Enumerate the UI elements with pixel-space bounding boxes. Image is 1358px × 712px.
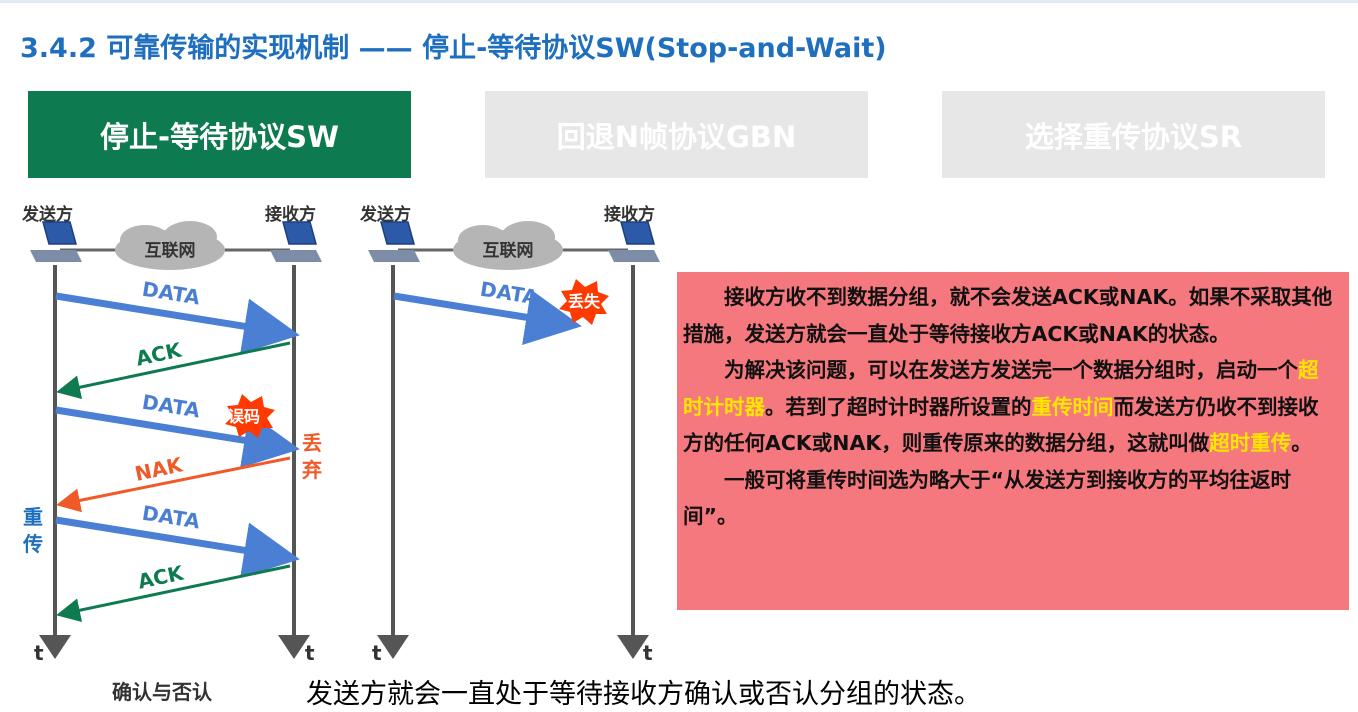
lost-badge-label: 丢失 — [568, 292, 601, 311]
note-paragraph-2: 为解决该问题，可以在发送方发送完一个数据分组时，启动一个超时计时器。若到了超时计… — [683, 358, 1319, 455]
network-label: 互联网 — [145, 241, 196, 261]
right-receiver-label: 接收方 — [604, 205, 655, 225]
time-axis-label: t — [34, 641, 44, 665]
highlight-retransmit-time: 重传时间 — [1031, 394, 1114, 419]
left-receiver-label: 接收方 — [265, 205, 316, 225]
data-label: DATA — [141, 501, 203, 534]
tab-label: 选择重传协议SR — [1024, 119, 1243, 154]
tab-label: 回退N帧协议GBN — [556, 119, 797, 154]
diagram-caption: 确认与否认 — [112, 680, 212, 704]
data-label: DATA — [141, 277, 203, 310]
page-title: 3.4.2 可靠传输的实现机制 —— 停止-等待协议SW(Stop-and-Wa… — [20, 33, 887, 64]
error-badge-label: 误码 — [228, 407, 260, 426]
highlight-timeout-retransmit: 超时重传 — [1209, 431, 1292, 455]
laptop-icon — [270, 221, 322, 262]
tab-stop-and-wait[interactable]: 停止-等待协议SW — [28, 91, 411, 178]
tab-label: 停止-等待协议SW — [100, 119, 339, 154]
laptop-icon — [368, 221, 420, 262]
video-subtitle: 发送方就会一直处于等待接收方确认或否认分组的状态。 — [306, 679, 981, 710]
right-sender-label: 发送方 — [360, 205, 411, 225]
cloud-icon — [453, 221, 563, 270]
retransmit-label: 传 — [22, 532, 43, 556]
lost-burst-icon — [559, 279, 609, 325]
time-axis-label: t — [643, 641, 653, 665]
laptop-icon — [608, 221, 660, 262]
highlight-timeout-timer: 超时计时器 — [683, 358, 1319, 419]
network-label: 互联网 — [483, 241, 534, 261]
cloud-icon — [115, 221, 225, 270]
top-border — [0, 0, 1358, 3]
time-axis-label: t — [372, 641, 382, 665]
data-label: DATA — [141, 390, 203, 423]
left-sender-label: 发送方 — [22, 205, 73, 225]
explanation-box: 接收方收不到数据分组，就不会发送ACK或NAK。如果不采取其他措施，发送方就会一… — [677, 272, 1349, 610]
tab-go-back-n[interactable]: 回退N帧协议GBN — [485, 91, 868, 178]
time-axis-label: t — [305, 641, 315, 665]
laptop-icon — [30, 221, 82, 262]
retransmit-label: 重 — [23, 505, 43, 529]
data-label: DATA — [479, 277, 541, 310]
note-paragraph-1: 接收方收不到数据分组，就不会发送ACK或NAK。如果不采取其他措施，发送方就会一… — [683, 285, 1333, 346]
tab-selective-repeat[interactable]: 选择重传协议SR — [942, 91, 1325, 178]
discard-label: 弃 — [302, 458, 322, 482]
discard-label: 丢 — [302, 431, 322, 455]
note-paragraph-3: 一般可将重传时间选为略大于“从发送方到接收方的平均往返时间”。 — [683, 467, 1291, 529]
error-burst-icon — [225, 394, 275, 438]
